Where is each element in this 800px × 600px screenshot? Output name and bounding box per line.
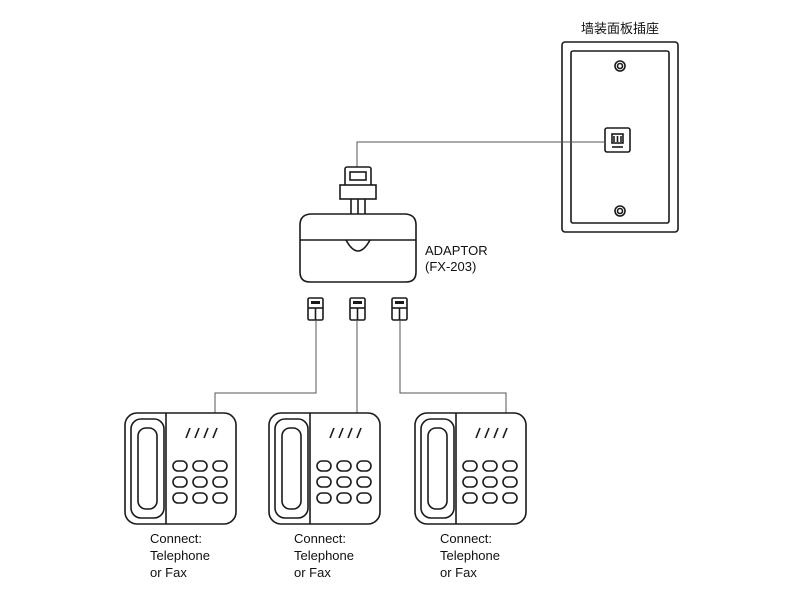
top-screw-hole	[616, 62, 624, 70]
telephone-handset	[130, 418, 165, 519]
device-3-caption-line-2: Telephone	[440, 548, 500, 563]
plug-contacts	[395, 301, 404, 304]
adaptor-name: ADAPTOR	[425, 243, 488, 258]
phone-jack-icon	[604, 127, 631, 153]
telephone-display	[185, 427, 218, 439]
device-2-caption-line-1: Connect:	[294, 531, 346, 546]
bottom-screw-icon	[614, 205, 626, 217]
cable-to-device-1	[214, 320, 317, 413]
adaptor-model: (FX-203)	[425, 259, 476, 274]
device-1-caption-line-3: or Fax	[150, 565, 187, 580]
device-3-caption-line-3: or Fax	[440, 565, 477, 580]
wall-plate-outer	[561, 41, 679, 233]
device-1-caption-line-1: Connect:	[150, 531, 202, 546]
device-2-caption-line-3: or Fax	[294, 565, 331, 580]
telephone-display	[475, 427, 508, 439]
adaptor-plug-icon	[339, 166, 377, 220]
bottom-screw-hole	[616, 207, 624, 215]
telephone-handset	[274, 418, 309, 519]
plug-contacts	[311, 301, 320, 304]
wall-plate-inner	[570, 50, 670, 224]
adaptor-icon	[299, 213, 417, 283]
plug-contacts	[353, 301, 362, 304]
telephone-handset-grip	[137, 427, 158, 510]
device-2: Connect: Telephone or Fax	[268, 412, 381, 580]
device-1: Connect: Telephone or Fax	[124, 412, 237, 580]
telephone-keypad	[172, 460, 228, 504]
telephone-keypad	[462, 460, 518, 504]
modular-plug-2	[349, 297, 366, 321]
telephone-keypad	[316, 460, 372, 504]
device-1-caption-line-2: Telephone	[150, 548, 210, 563]
wall-cable	[356, 141, 606, 170]
device-2-caption-line-2: Telephone	[294, 548, 354, 563]
telephone-handset-grip	[281, 427, 302, 510]
wall-plate-label: 墙装面板插座	[581, 22, 659, 37]
telephone-icon	[414, 412, 527, 525]
wall-plate: 墙装面板插座	[561, 22, 679, 233]
telephone-handset	[420, 418, 455, 519]
top-screw-icon	[614, 60, 626, 72]
telephone-icon	[268, 412, 381, 525]
device-3: Connect: Telephone or Fax	[414, 412, 527, 580]
cable-to-device-3	[399, 320, 507, 413]
adaptor-notch	[345, 239, 371, 252]
telephone-icon	[124, 412, 237, 525]
telephone-display	[329, 427, 362, 439]
modular-plug-3	[391, 297, 408, 321]
device-3-caption-line-1: Connect:	[440, 531, 492, 546]
modular-plug-1	[307, 297, 324, 321]
telephone-handset-grip	[427, 427, 448, 510]
adaptor: ADAPTOR (FX-203)	[299, 166, 488, 283]
